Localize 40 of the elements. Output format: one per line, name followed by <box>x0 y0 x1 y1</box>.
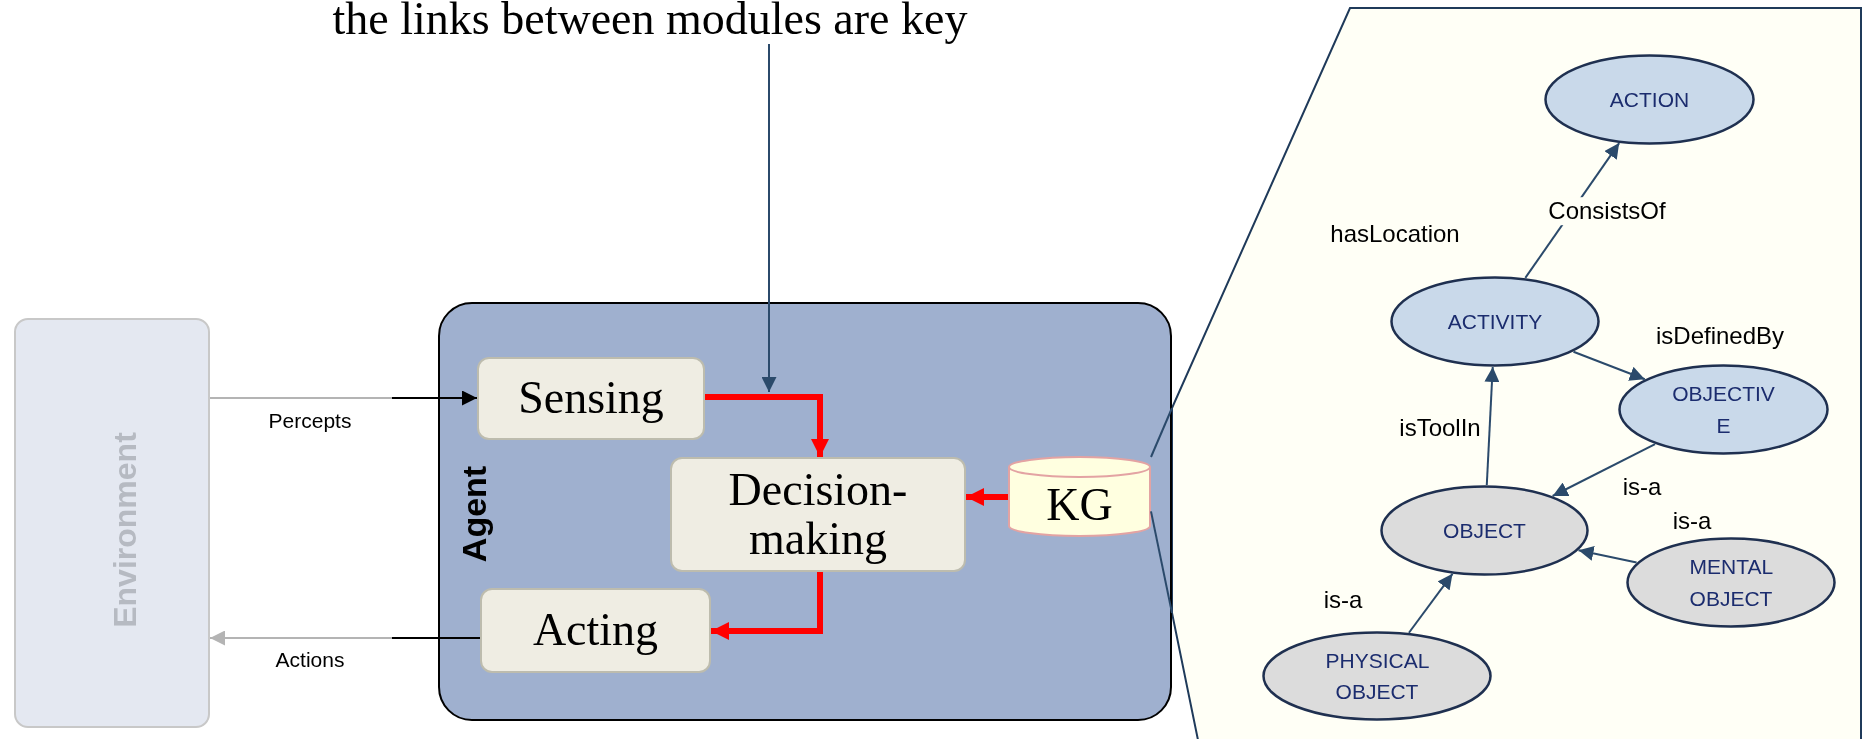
concept-label: PHYSICAL OBJECT <box>1325 647 1429 705</box>
module-box <box>477 357 705 440</box>
arrow <box>711 572 823 640</box>
database-label: KG <box>1046 480 1113 530</box>
module-label: Acting <box>532 606 659 655</box>
concept-ellipse <box>1618 364 1829 455</box>
arrow <box>1484 366 1500 486</box>
arrow <box>209 630 481 646</box>
agent-label: Agent <box>454 465 494 563</box>
concept-label: OBJECT <box>1443 517 1526 544</box>
relation-label: hasLocation <box>1329 220 1461 248</box>
callout-line <box>1150 510 1173 614</box>
callout-line <box>1150 407 1173 458</box>
arrow <box>1572 350 1646 381</box>
arrow <box>1407 572 1454 634</box>
zoom-callout-panel <box>1172 7 1862 738</box>
arrow <box>966 488 1008 506</box>
arrow <box>209 390 478 406</box>
module-box <box>480 588 711 673</box>
concept-label: MENTAL OBJECT <box>1689 554 1773 612</box>
arrow <box>1551 443 1657 497</box>
annotation-text: the links between modules are key <box>331 0 969 44</box>
module-label: Sensing <box>518 374 664 423</box>
concept-ellipse <box>1390 276 1600 367</box>
module-label: Decision- making <box>728 466 908 563</box>
concept-label: ACTION <box>1609 86 1690 113</box>
arrow <box>1577 546 1638 564</box>
concept-label: ACTIVITY <box>1447 308 1543 335</box>
concept-ellipse <box>1380 485 1589 576</box>
concept-label: OBJECTIV E <box>1672 381 1775 439</box>
concept-ellipse <box>1544 54 1755 145</box>
environment-box <box>14 318 210 728</box>
agent-container <box>438 302 1172 721</box>
leader-line <box>761 43 777 393</box>
concept-ellipse <box>1626 537 1836 628</box>
database-cylinder <box>1008 457 1151 537</box>
edge-label: ConsistsOf <box>1546 197 1668 225</box>
module-box <box>670 457 966 572</box>
arrow <box>705 394 829 457</box>
concept-ellipse <box>1262 631 1492 721</box>
